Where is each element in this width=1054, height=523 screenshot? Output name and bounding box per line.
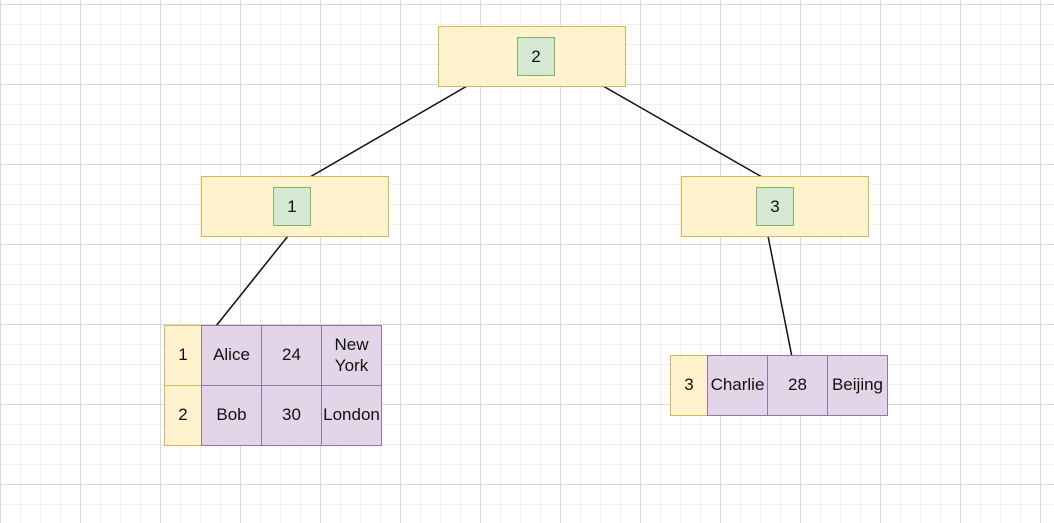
left-leaf-row-2-age: 30 xyxy=(261,385,322,446)
edge-node-3-to-right-leaf xyxy=(767,235,793,358)
left-leaf-row-1-age: 24 xyxy=(261,325,322,386)
edge-root-to-node-1 xyxy=(309,85,468,178)
left-leaf-row-1-id: 1 xyxy=(164,325,202,386)
right-leaf-row-1-city: Beijing xyxy=(827,355,888,416)
left-leaf-row-1-city: New York xyxy=(321,325,382,386)
node-1-key: 1 xyxy=(273,187,311,226)
internal-node-1[interactable]: 1 xyxy=(201,176,389,237)
left-leaf-row-1-name: Alice xyxy=(201,325,262,386)
node-3-key: 3 xyxy=(756,187,794,226)
edge-node-1-to-left-leaf xyxy=(215,235,289,327)
root-key: 2 xyxy=(517,37,555,76)
edge-root-to-node-3 xyxy=(602,85,763,178)
right-leaf-row-1-name: Charlie xyxy=(707,355,768,416)
left-leaf-row-2-id: 2 xyxy=(164,385,202,446)
left-leaf-row-2-name: Bob xyxy=(201,385,262,446)
right-leaf-row-1-age: 28 xyxy=(767,355,828,416)
right-leaf-row-1-id: 3 xyxy=(670,355,708,416)
root-node[interactable]: 2 xyxy=(438,26,626,87)
left-leaf-row-2-city: London xyxy=(321,385,382,446)
internal-node-3[interactable]: 3 xyxy=(681,176,869,237)
